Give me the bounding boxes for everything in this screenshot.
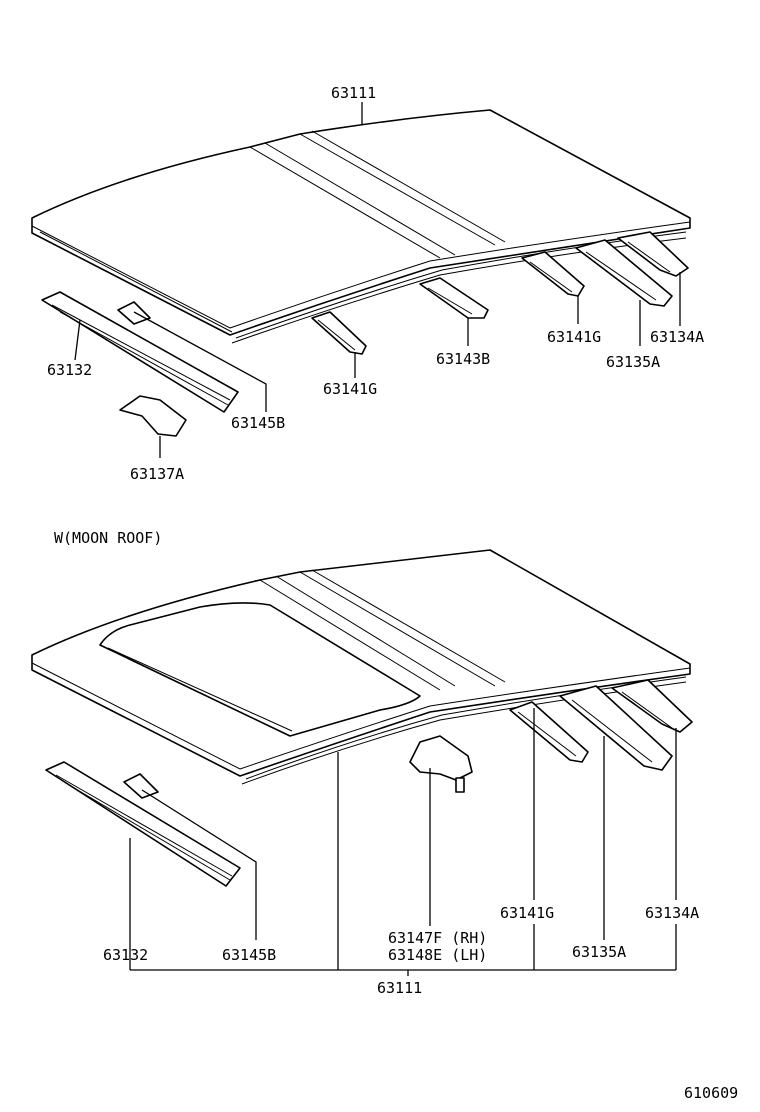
front-bracket-lower: [123, 773, 159, 799]
front-header-lower-label: 63132: [103, 946, 148, 964]
front-header-lower: [45, 761, 241, 887]
rear-header-upper-label: 63134A: [650, 328, 704, 346]
bracket-lh-label: 63148E (LH): [388, 946, 487, 964]
upper-leaders: [74, 102, 681, 458]
rear-roof-header-lower: [611, 679, 693, 733]
rear-roof-bow-upper: [575, 239, 673, 307]
bow-rear-upper-label: 63141G: [547, 328, 601, 346]
front-bracket-upper: [117, 301, 151, 325]
roof-bow-center-upper: [419, 277, 489, 319]
rear-header-lower-label: 63134A: [645, 904, 699, 922]
front-corner-bracket-upper: [119, 395, 187, 437]
bow-center-upper-label: 63143B: [436, 350, 490, 368]
side-bracket-lower: [409, 735, 473, 793]
roof-panel-upper-label: 63111: [331, 84, 376, 102]
upper-assembly: 63111 63132 63145B 63137A 63141G 63143B …: [31, 84, 704, 483]
moon-roof-condition-label: W(MOON ROOF): [54, 529, 162, 547]
roof-panel-upper: [31, 109, 691, 344]
rear-bow-upper-label: 63135A: [606, 353, 660, 371]
front-header-upper-label: 63132: [47, 361, 92, 379]
lower-assembly: W(MOON ROOF): [31, 529, 699, 997]
bracket-rh-label: 63147F (RH): [388, 929, 487, 947]
front-bracket-lower-label: 63145B: [222, 946, 276, 964]
lower-leaders: [129, 708, 677, 976]
roof-panel-lower-label: 63111: [377, 979, 422, 997]
roof-bow-rear-upper: [521, 251, 585, 297]
roof-bow-front-upper: [311, 311, 367, 355]
roof-bow-lower-label: 63141G: [500, 904, 554, 922]
rear-roof-bow-lower: [559, 685, 673, 771]
rear-bow-lower-label: 63135A: [572, 943, 626, 961]
illustration-code: 610609: [684, 1084, 738, 1102]
roof-panel-lower: [31, 549, 691, 785]
front-bracket-upper-label: 63145B: [231, 414, 285, 432]
front-corner-bracket-upper-label: 63137A: [130, 465, 184, 483]
bow-front-upper-label: 63141G: [323, 380, 377, 398]
front-header-upper: [41, 291, 239, 413]
roof-bow-lower: [509, 701, 589, 763]
rear-roof-header-upper: [617, 231, 689, 277]
